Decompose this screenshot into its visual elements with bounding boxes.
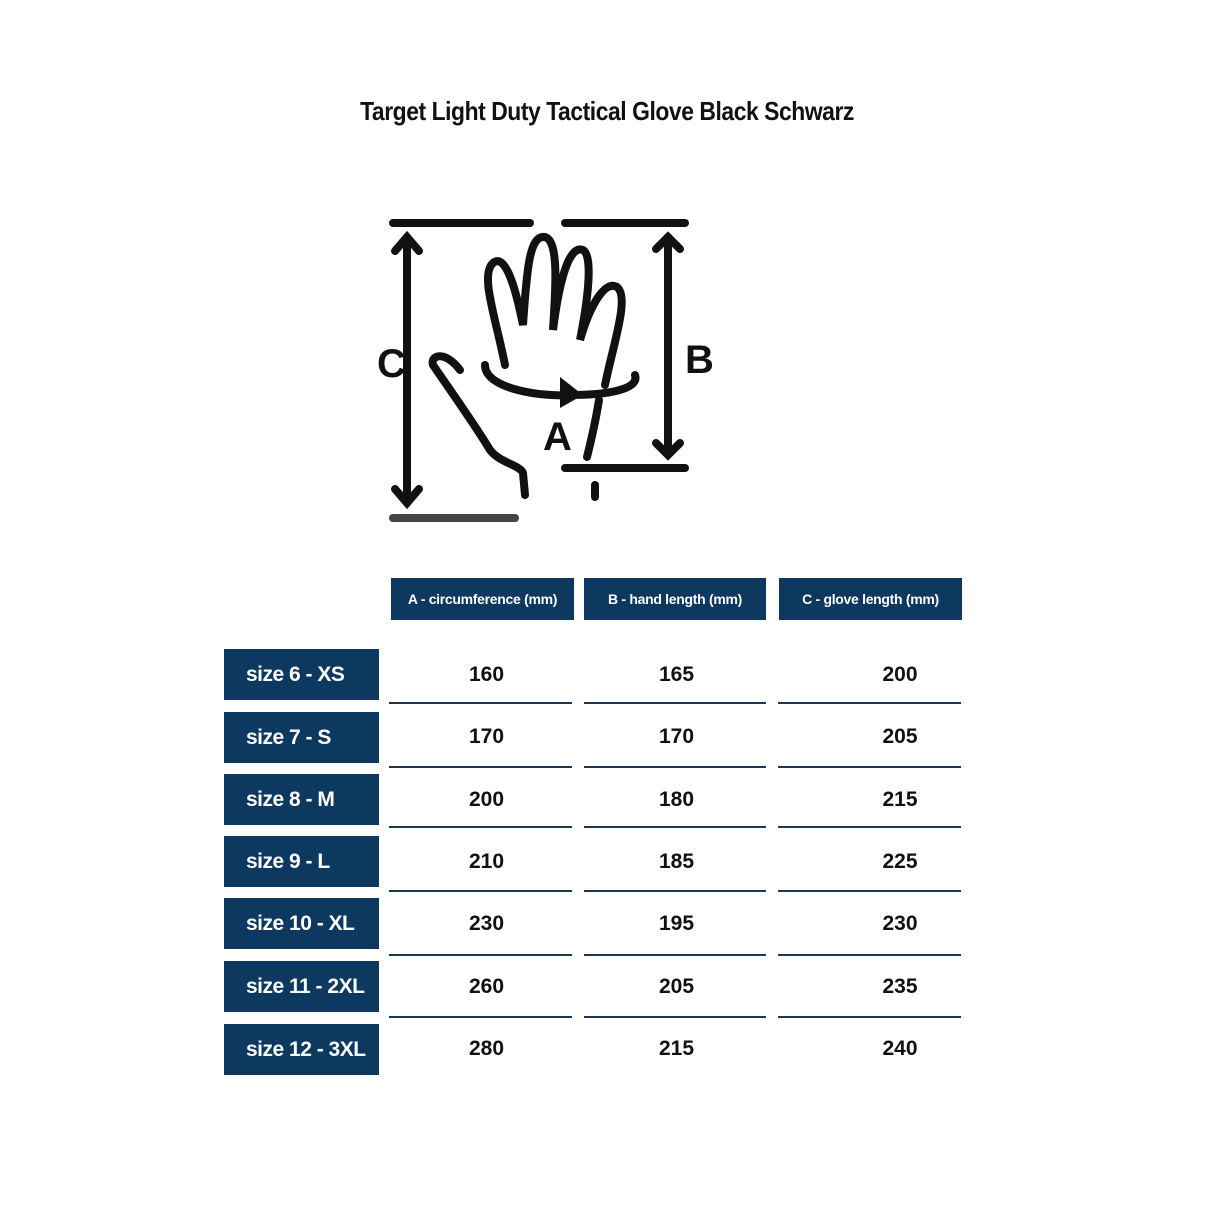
- cell-a: 200: [468, 787, 505, 811]
- cell-c: 200: [882, 662, 918, 686]
- size-label: size 7 - S: [224, 712, 379, 763]
- cell-b: 215: [658, 1036, 695, 1060]
- cell-a: 160: [468, 662, 505, 686]
- header-circumference: A - circumference (mm): [391, 578, 574, 620]
- cell-a: 210: [468, 849, 505, 873]
- size-label: size 10 - XL: [224, 898, 379, 949]
- page-title: Target Light Duty Tactical Glove Black S…: [360, 96, 854, 126]
- cell-b: 165: [658, 662, 695, 686]
- hand-measurement-icon: C B A: [377, 219, 714, 522]
- label-a: A: [543, 415, 572, 459]
- size-label: size 11 - 2XL: [224, 961, 379, 1012]
- cell-c: 205: [882, 724, 918, 748]
- cell-a: 260: [468, 974, 505, 998]
- cell-b: 185: [658, 849, 695, 873]
- label-c: C: [377, 342, 406, 386]
- size-label: size 12 - 3XL: [224, 1024, 379, 1075]
- cell-b: 170: [658, 724, 695, 748]
- cell-b: 205: [658, 974, 695, 998]
- cell-c: 240: [882, 1036, 918, 1060]
- size-label: size 9 - L: [224, 836, 379, 887]
- cell-a: 280: [468, 1036, 505, 1060]
- cell-c: 230: [882, 911, 918, 935]
- cell-a: 230: [468, 911, 505, 935]
- cell-c: 215: [882, 787, 918, 811]
- cell-a: 170: [468, 724, 505, 748]
- cell-c: 225: [882, 849, 918, 873]
- label-b: B: [685, 338, 714, 382]
- cell-b: 195: [658, 911, 695, 935]
- size-label: size 6 - XS: [224, 649, 379, 700]
- size-label: size 8 - M: [224, 774, 379, 825]
- cell-b: 180: [658, 787, 695, 811]
- header-glove-length: C - glove length (mm): [779, 578, 962, 620]
- header-hand-length: B - hand length (mm): [584, 578, 766, 620]
- cell-c: 235: [882, 974, 918, 998]
